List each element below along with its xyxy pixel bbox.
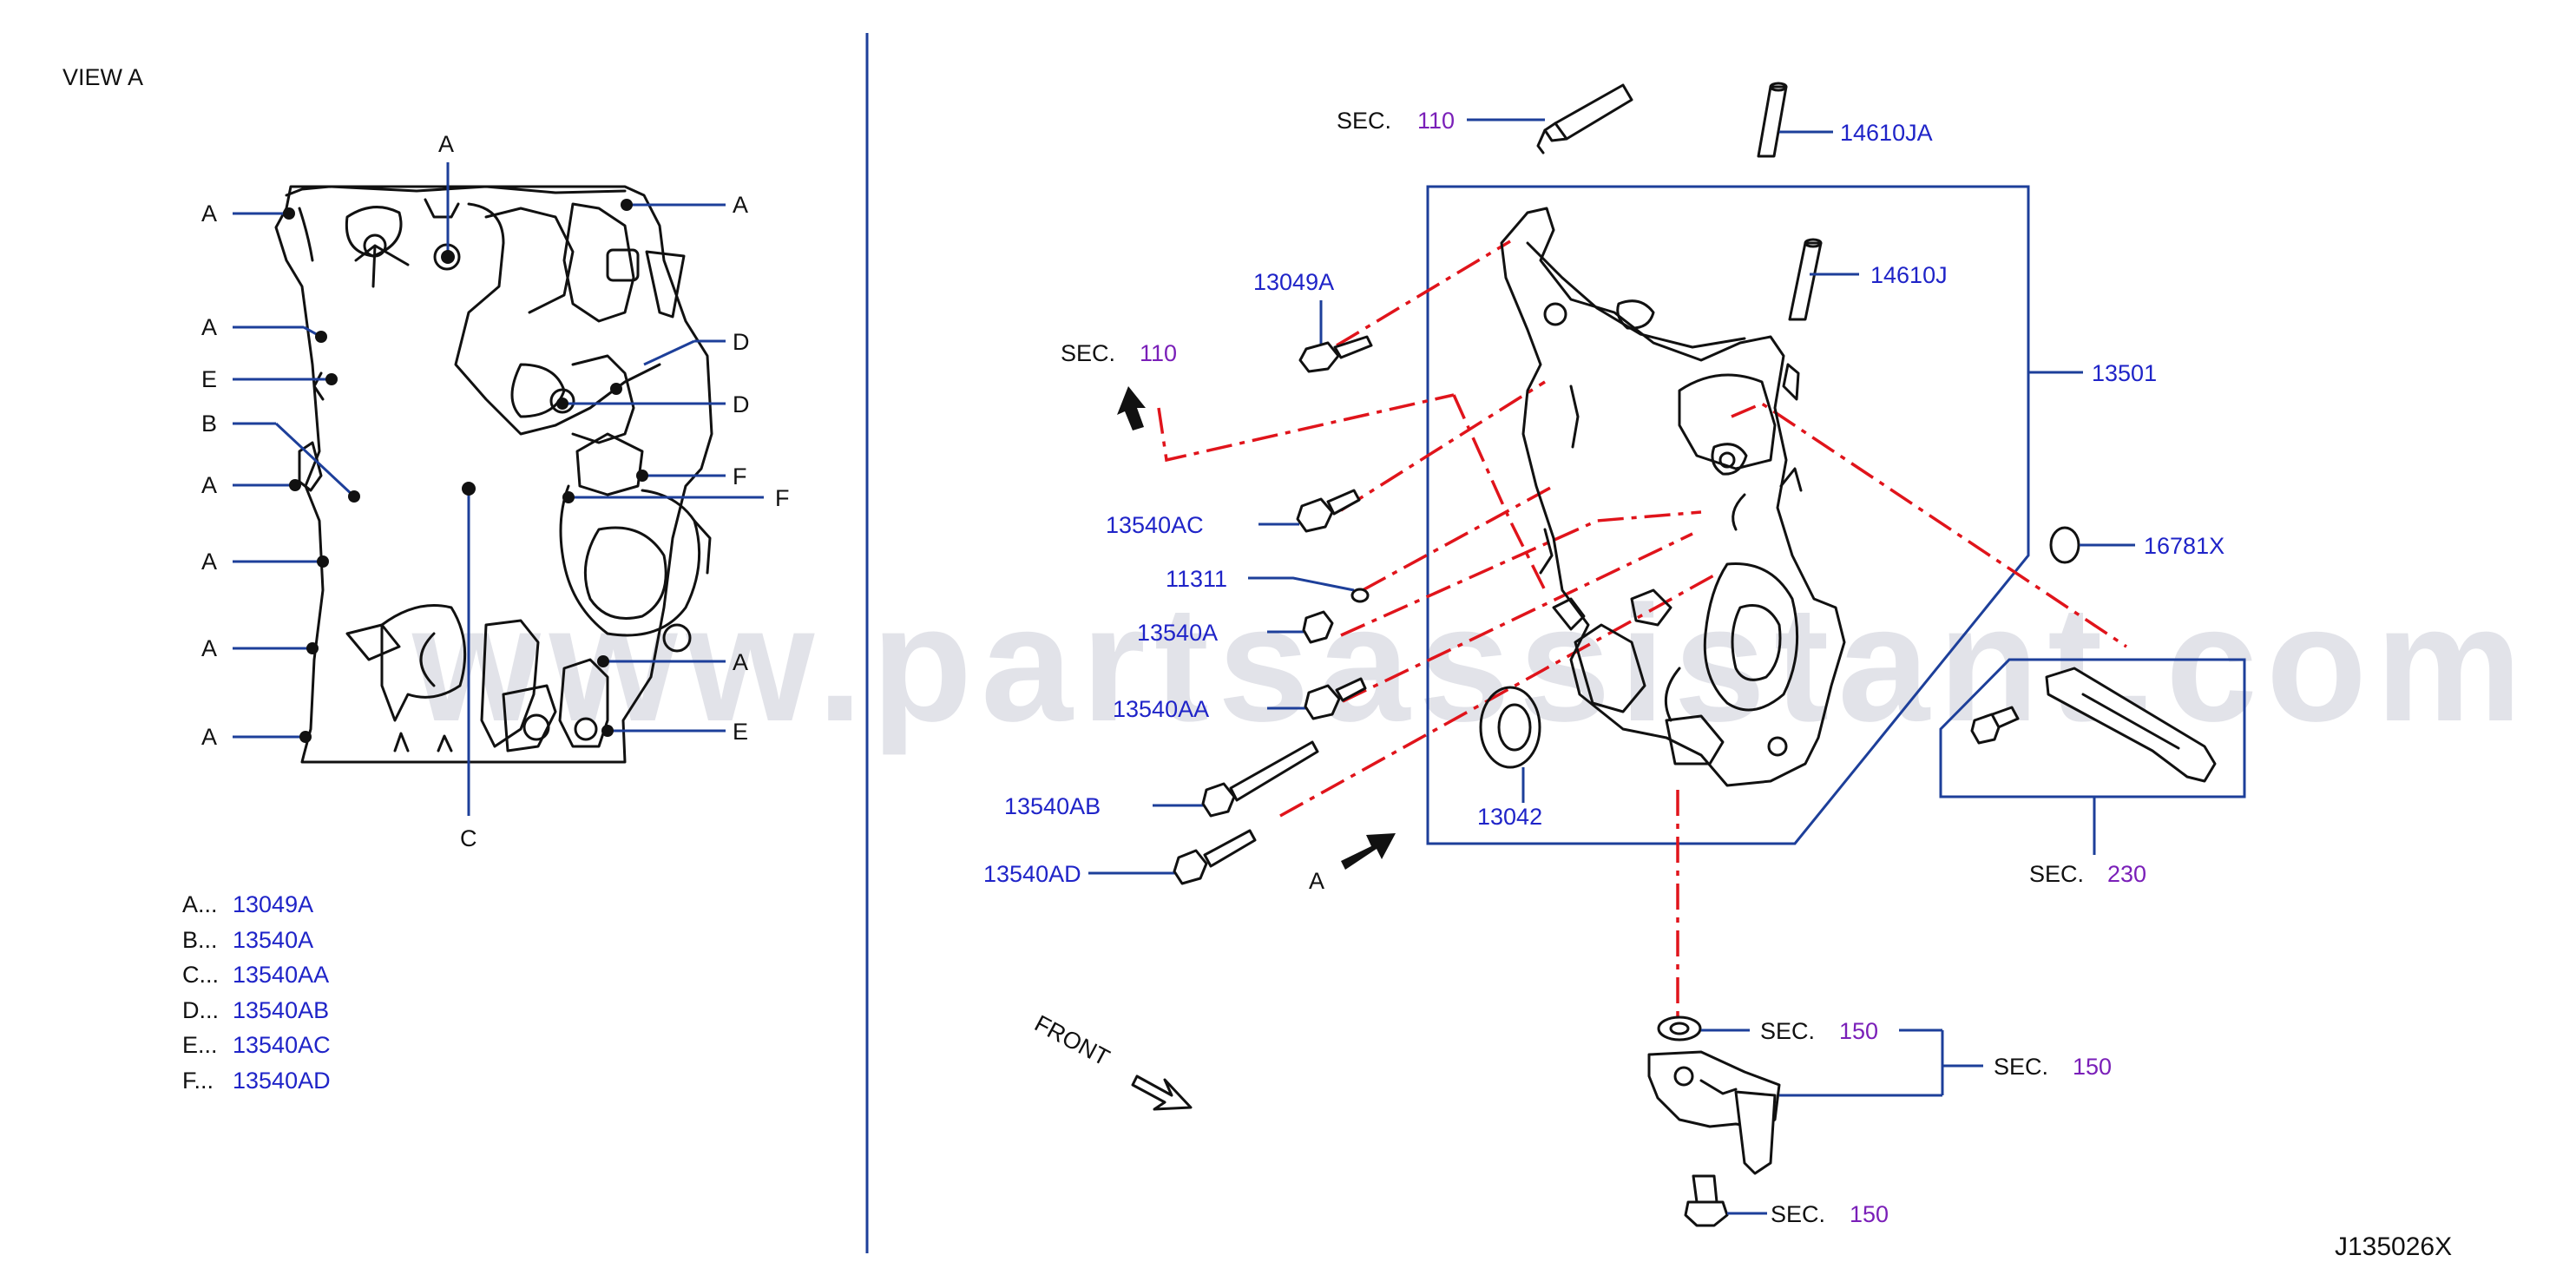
legend-key-b: B... bbox=[182, 927, 218, 953]
legend-part-e: 13540AC bbox=[233, 1032, 331, 1058]
legend-part-a: 13049A bbox=[233, 891, 313, 917]
watermark: www.partsassistant.com bbox=[411, 572, 2531, 756]
part-13049a-label: 13049A bbox=[1253, 269, 1334, 295]
sec150-c-label: SEC. bbox=[1771, 1201, 1825, 1227]
part-13540ad-label: 13540AD bbox=[983, 861, 1081, 887]
bolt-13540a bbox=[1267, 610, 1334, 644]
bolt-13049a bbox=[1298, 300, 1373, 373]
part-11311-label: 11311 bbox=[1166, 566, 1227, 592]
assembly-13501-outline bbox=[1426, 185, 2030, 845]
oil-pump-parts bbox=[1647, 1015, 1983, 1227]
oil-seal-13042 bbox=[1479, 686, 1541, 803]
legend-key-e: E... bbox=[182, 1032, 218, 1058]
sec110-arrow bbox=[1117, 386, 1146, 430]
part-13540ab-label: 13540AB bbox=[1004, 793, 1101, 819]
callout-e-1: E bbox=[201, 366, 217, 392]
sec230-label: SEC. bbox=[2029, 861, 2084, 887]
bolt-13540ab bbox=[1153, 740, 1319, 818]
dowel-14610ja bbox=[1757, 82, 1833, 158]
sec150-b-number: 150 bbox=[2073, 1054, 2112, 1080]
bolt-13540aa bbox=[1267, 677, 1367, 720]
sealant-tube bbox=[1467, 83, 1633, 154]
part-13540ac-label: 13540AC bbox=[1106, 512, 1204, 538]
legend-part-c: 13540AA bbox=[233, 962, 329, 988]
sec110-top-label: SEC. bbox=[1337, 108, 1391, 134]
part-13540a-label: 13540A bbox=[1137, 620, 1218, 646]
bolt-13540ac bbox=[1258, 489, 1361, 533]
view-a-arrow bbox=[1341, 833, 1396, 870]
callout-a-right-1: A bbox=[733, 192, 748, 218]
bolt-13540ad bbox=[1088, 829, 1257, 885]
view-a-arrow-label: A bbox=[1309, 868, 1324, 894]
part-14610ja-label: 14610JA bbox=[1840, 120, 1933, 146]
callout-d-2: D bbox=[733, 391, 750, 417]
callout-a-3: A bbox=[201, 472, 217, 498]
legend-part-b: 13540A bbox=[233, 927, 313, 953]
sec150-b-label: SEC. bbox=[1994, 1054, 2048, 1080]
sec150-a-label: SEC. bbox=[1760, 1018, 1815, 1044]
left-leaders bbox=[233, 162, 764, 816]
part-13540aa-label: 13540AA bbox=[1113, 696, 1209, 722]
legend: A... 13049A B... 13540A C... 13540AA D..… bbox=[182, 891, 331, 1094]
callout-a-6: A bbox=[201, 724, 217, 750]
callout-f-2: F bbox=[775, 485, 790, 511]
diagram-id: J135026X bbox=[2335, 1232, 2452, 1261]
pin-11311 bbox=[1248, 576, 1370, 603]
part-14610j-label: 14610J bbox=[1870, 262, 1948, 288]
front-arrow bbox=[1131, 1074, 1193, 1111]
sec150-c-number: 150 bbox=[1850, 1201, 1889, 1227]
callout-a-5: A bbox=[201, 635, 217, 661]
callout-a-1: A bbox=[201, 200, 217, 227]
callout-a-top: A bbox=[438, 131, 454, 157]
callout-e-2: E bbox=[733, 719, 748, 745]
sec150-a-number: 150 bbox=[1839, 1018, 1878, 1044]
front-cover-view-a bbox=[274, 185, 713, 764]
dowel-14610j bbox=[1788, 238, 1859, 321]
center-lines bbox=[1157, 240, 2127, 1024]
legend-key-c: C... bbox=[182, 962, 219, 988]
legend-key-a: A... bbox=[182, 891, 218, 917]
callout-c: C bbox=[460, 825, 477, 851]
front-label: FRONT bbox=[1030, 1010, 1114, 1071]
sec110-mid-label: SEC. bbox=[1061, 340, 1115, 366]
view-title: VIEW A bbox=[62, 64, 143, 90]
legend-key-f: F... bbox=[182, 1068, 214, 1094]
callout-f-1: F bbox=[733, 463, 747, 490]
part-16781x-label: 16781X bbox=[2144, 533, 2224, 559]
callout-a-2: A bbox=[201, 314, 217, 340]
part-13501-label: 13501 bbox=[2092, 360, 2157, 386]
part-13042-label: 13042 bbox=[1477, 804, 1542, 830]
front-cover-13501 bbox=[1500, 207, 1846, 787]
o-ring-16781x bbox=[2049, 526, 2135, 564]
sec230-box bbox=[1939, 658, 2246, 855]
legend-key-d: D... bbox=[182, 997, 219, 1023]
legend-part-d: 13540AB bbox=[233, 997, 329, 1023]
callout-a-4: A bbox=[201, 549, 217, 575]
sec110-top-number: 110 bbox=[1417, 108, 1455, 134]
legend-part-f: 13540AD bbox=[233, 1068, 331, 1094]
callout-a-right-2: A bbox=[733, 649, 748, 675]
sec110-mid-number: 110 bbox=[1140, 340, 1177, 366]
callout-d-1: D bbox=[733, 329, 750, 355]
sec230-number: 230 bbox=[2107, 861, 2146, 887]
callout-b: B bbox=[201, 411, 217, 437]
